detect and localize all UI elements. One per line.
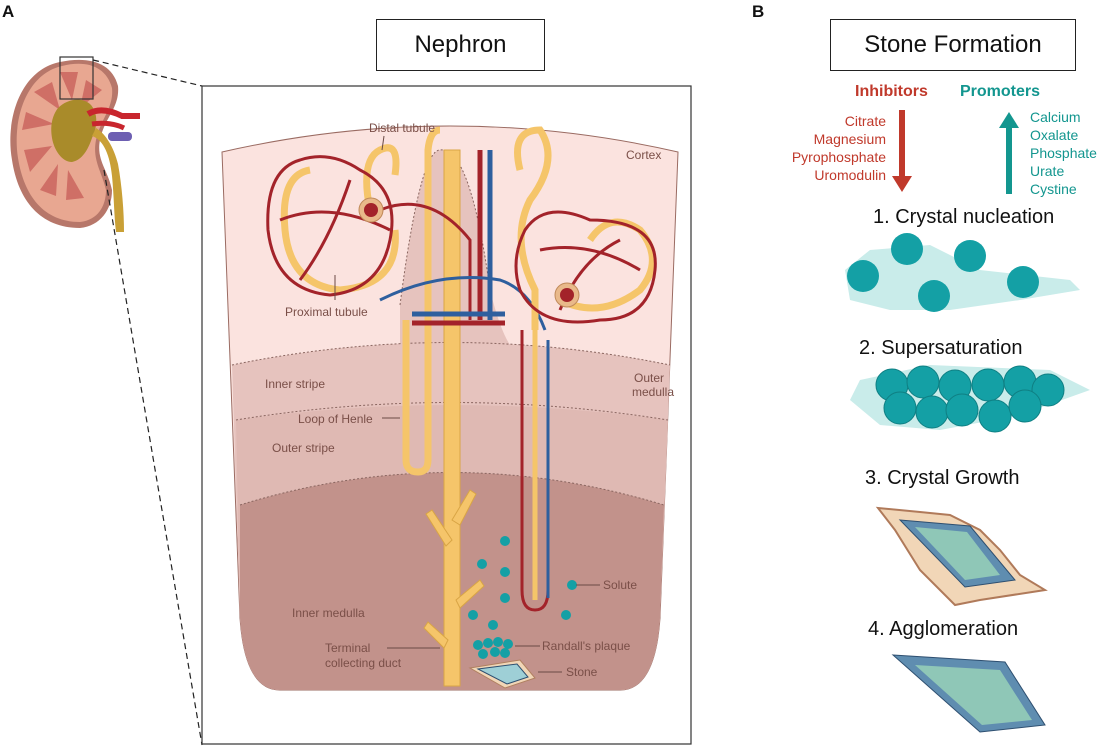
label-proximal-tubule: Proximal tubule — [285, 305, 368, 319]
promoter-item: Phosphate — [1030, 145, 1097, 161]
solute-particles — [468, 536, 577, 630]
step-4-label: 4. Agglomeration — [868, 618, 1019, 640]
randalls-plaque — [473, 637, 513, 659]
step-1-label: 1. Crystal nucleation — [873, 206, 1055, 228]
label-solute: Solute — [603, 578, 637, 592]
promoter-item: Calcium — [1030, 109, 1081, 125]
promoters-heading: Promoters — [960, 83, 1041, 100]
inhibitor-item: Citrate — [844, 113, 886, 129]
vasa-recta-vessels — [379, 150, 550, 612]
inhibitor-item: Pyrophosphate — [791, 149, 886, 165]
up-arrow-icon — [999, 112, 1019, 194]
agglomeration-illustration — [891, 654, 1046, 733]
crystal-growth-illustration — [875, 506, 1048, 607]
panel-b-letter: B — [752, 2, 765, 21]
left-capillary-network — [266, 144, 472, 320]
nucleation-illustration — [845, 233, 1080, 312]
stone-small — [468, 659, 536, 689]
promoters-list: Calcium Oxalate Phosphate Urate Cystine — [1030, 108, 1109, 198]
label-terminal-1: Terminal — [325, 641, 370, 655]
label-loop-of-henle: Loop of Henle — [298, 412, 373, 426]
label-terminal-2: collecting duct — [325, 656, 402, 670]
label-distal-tubule: Distal tubule — [369, 121, 435, 135]
promoter-item: Cystine — [1030, 181, 1077, 197]
label-outer-medulla-1: Outer — [634, 371, 664, 385]
arrows — [892, 110, 1019, 194]
label-randalls-plaque: Randall's plaque — [542, 639, 631, 653]
zoom-line-bottom — [103, 169, 203, 746]
nephron-title-box: Nephron — [376, 19, 545, 71]
right-capillary-network — [514, 126, 657, 330]
nephron-title: Nephron — [414, 31, 507, 58]
zoom-line-top — [92, 59, 203, 87]
step-3-label: 3. Crystal Growth — [865, 467, 1020, 489]
inhibitors-list: Citrate Magnesium Pyrophosphate Uromodul… — [780, 112, 886, 184]
label-inner-stripe: Inner stripe — [265, 377, 325, 391]
panel-a-graphic: Distal tubule Cortex Proximal tubule Inn… — [10, 56, 692, 746]
inhibitor-item: Magnesium — [813, 131, 886, 147]
stone-formation-title: Stone Formation — [864, 31, 1042, 58]
supersaturation-illustration — [850, 365, 1090, 433]
label-outer-stripe: Outer stripe — [272, 441, 335, 455]
stone-formation-steps-graphic — [845, 233, 1090, 733]
promoter-item: Oxalate — [1030, 127, 1079, 143]
label-cortex: Cortex — [626, 148, 661, 162]
loop-of-henle — [402, 126, 441, 476]
label-outer-medulla-2: medulla — [632, 385, 674, 399]
step-2-label: 2. Supersaturation — [859, 337, 1023, 359]
collecting-duct — [423, 149, 485, 687]
inhibitor-item: Uromodulin — [814, 167, 886, 183]
kidney-illustration — [10, 56, 140, 232]
down-arrow-icon — [892, 110, 912, 192]
label-inner-medulla: Inner medulla — [292, 606, 365, 620]
inhibitors-heading: Inhibitors — [855, 83, 928, 100]
leader-lines — [334, 135, 600, 673]
label-stone: Stone — [566, 665, 598, 679]
stone-formation-title-box: Stone Formation — [830, 19, 1076, 71]
panel-a-letter: A — [2, 2, 15, 21]
promoter-item: Urate — [1030, 163, 1065, 179]
